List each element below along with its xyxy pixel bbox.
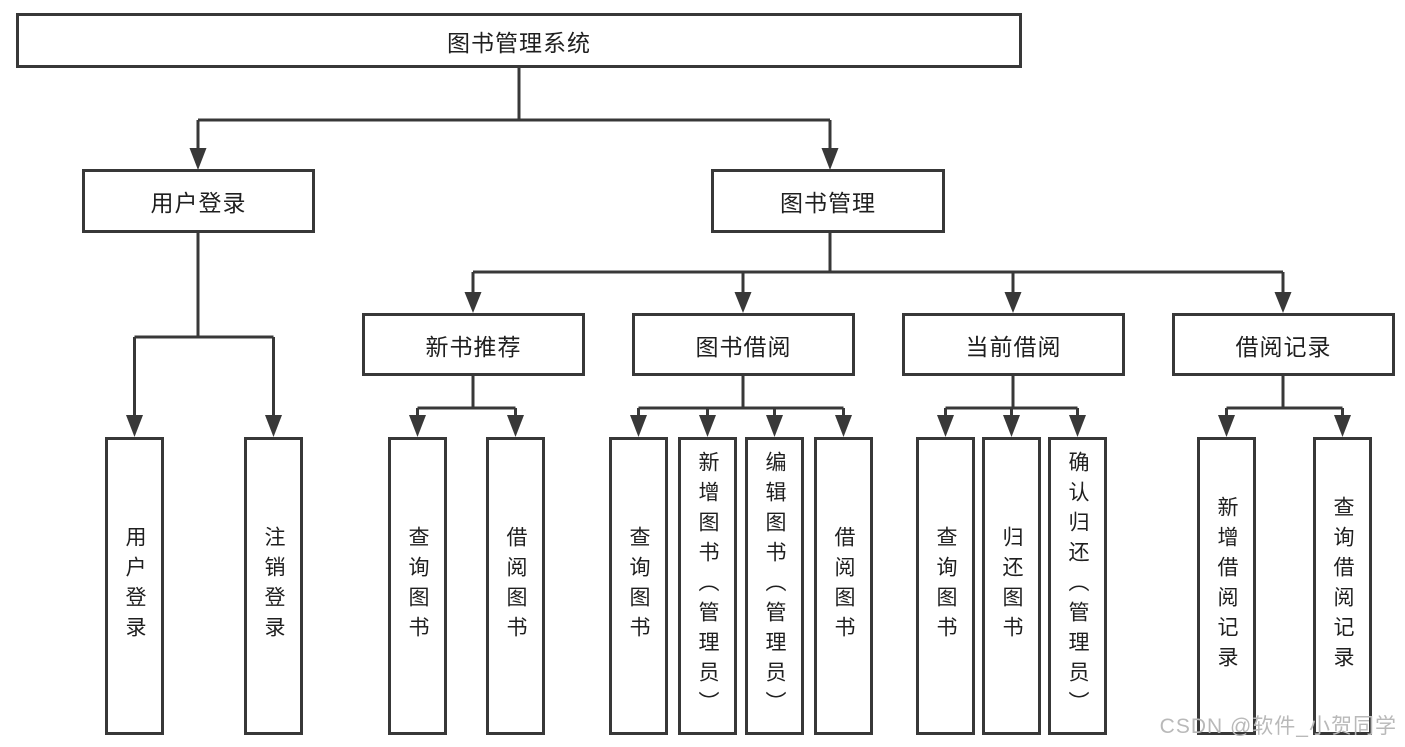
node-current-borrowing-label: 当前借阅 xyxy=(965,333,1062,360)
node-leaf-newbook-query-books-label: 查询图书 xyxy=(406,526,429,646)
node-leaf-user-login: 用户登录 xyxy=(105,437,164,735)
connector-book-mgmt-to-level3 xyxy=(464,233,1292,313)
node-leaf-borrow-books: 借阅图书 xyxy=(814,437,873,735)
node-book-borrowing: 图书借阅 xyxy=(632,313,855,376)
node-root: 图书管理系统 xyxy=(16,13,1022,68)
node-leaf-add-books-admin-label: 新增图书（管理员） xyxy=(696,451,719,721)
node-leaf-newbook-borrow-books-label: 借阅图书 xyxy=(504,526,527,646)
node-book-mgmt-label: 图书管理 xyxy=(780,190,876,216)
connector-newbook-to-leaves xyxy=(409,376,524,437)
connector-root-to-level2 xyxy=(189,68,839,170)
watermark: CSDN @软件_小贺同学 xyxy=(1159,715,1397,738)
node-leaf-borrowing-query-books: 查询图书 xyxy=(609,437,668,735)
node-leaf-edit-books-admin-label: 编辑图书（管理员） xyxy=(763,451,786,721)
node-leaf-user-login-label: 用户登录 xyxy=(123,526,146,646)
node-leaf-add-borrow-record: 新增借阅记录 xyxy=(1197,437,1256,735)
node-leaf-newbook-borrow-books: 借阅图书 xyxy=(486,437,545,735)
node-leaf-confirm-return-admin: 确认归还（管理员） xyxy=(1048,437,1107,735)
node-user-login-label: 用户登录 xyxy=(150,190,247,216)
connector-user-login-to-leaves xyxy=(126,233,282,437)
node-book-borrowing-label: 图书借阅 xyxy=(695,333,792,360)
node-leaf-borrow-books-label: 借阅图书 xyxy=(832,526,855,646)
node-book-mgmt: 图书管理 xyxy=(711,169,945,233)
node-new-book-recommend-label: 新书推荐 xyxy=(425,333,522,360)
node-root-label: 图书管理系统 xyxy=(447,29,591,56)
node-current-borrowing: 当前借阅 xyxy=(902,313,1125,376)
node-leaf-return-books-label: 归还图书 xyxy=(1000,526,1023,646)
node-leaf-add-borrow-record-label: 新增借阅记录 xyxy=(1215,496,1238,676)
connector-records-to-leaves xyxy=(1218,376,1351,437)
node-leaf-confirm-return-admin-label: 确认归还（管理员） xyxy=(1066,451,1089,721)
node-leaf-logout: 注销登录 xyxy=(244,437,303,735)
node-leaf-edit-books-admin: 编辑图书（管理员） xyxy=(745,437,804,735)
node-borrowing-records: 借阅记录 xyxy=(1172,313,1395,376)
node-leaf-logout-label: 注销登录 xyxy=(262,526,285,646)
node-new-book-recommend: 新书推荐 xyxy=(362,313,585,376)
node-leaf-query-borrow-record: 查询借阅记录 xyxy=(1313,437,1372,735)
node-leaf-query-borrow-record-label: 查询借阅记录 xyxy=(1331,496,1354,676)
node-leaf-current-query-books-label: 查询图书 xyxy=(934,526,957,646)
node-leaf-return-books: 归还图书 xyxy=(982,437,1041,735)
connector-current-to-leaves xyxy=(937,376,1086,437)
node-leaf-newbook-query-books: 查询图书 xyxy=(388,437,447,735)
node-leaf-add-books-admin: 新增图书（管理员） xyxy=(678,437,737,735)
node-user-login: 用户登录 xyxy=(82,169,315,233)
node-leaf-borrowing-query-books-label: 查询图书 xyxy=(627,526,650,646)
node-borrowing-records-label: 借阅记录 xyxy=(1235,333,1332,360)
connector-borrowing-to-leaves xyxy=(630,376,852,437)
node-leaf-current-query-books: 查询图书 xyxy=(916,437,975,735)
